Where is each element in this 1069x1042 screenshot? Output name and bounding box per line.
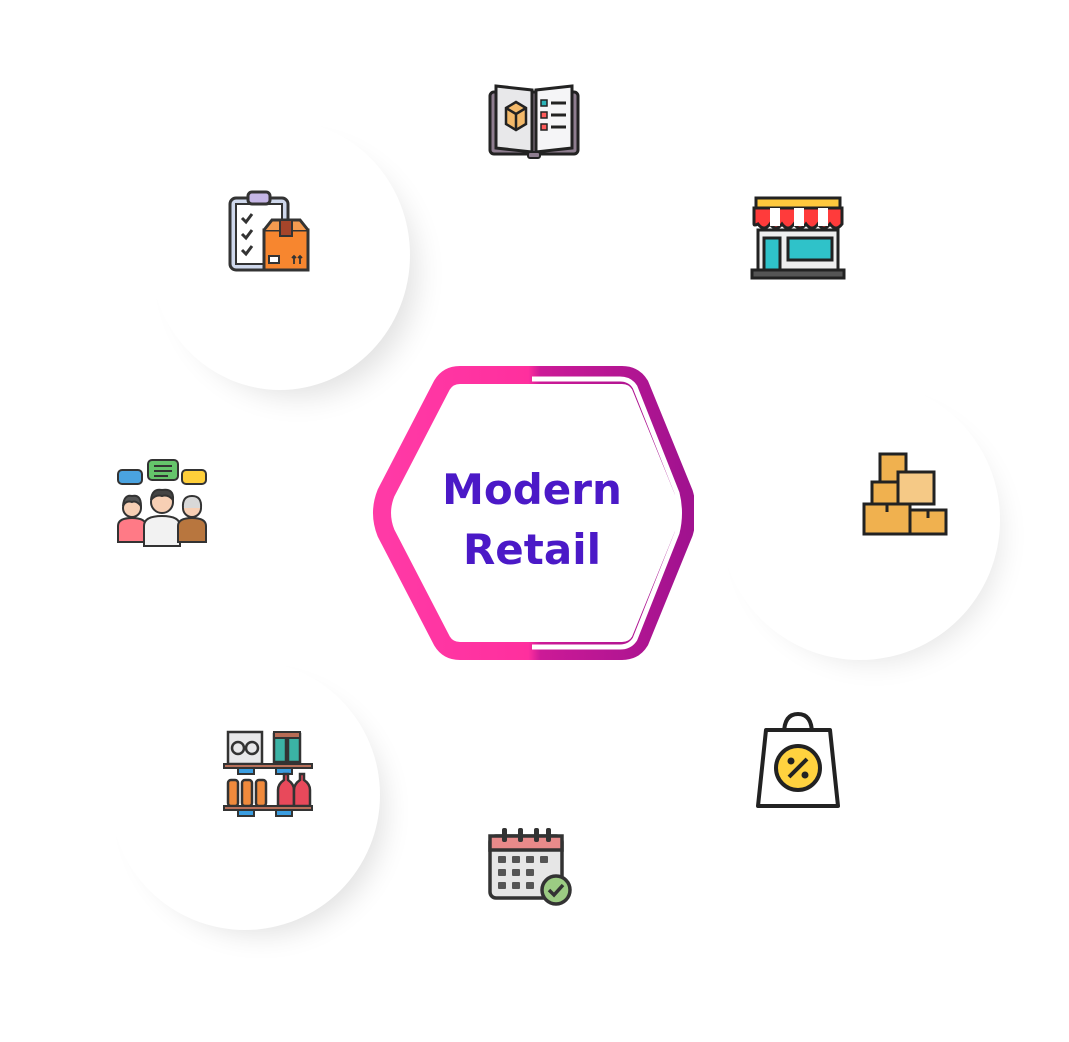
product-catalog-book-icon (484, 74, 584, 174)
customer-chat-group-icon (112, 454, 212, 554)
discount-shopping-bag-icon (748, 710, 848, 810)
storefront-icon (748, 190, 848, 290)
order-checklist-box-icon (220, 186, 320, 286)
stacked-boxes-icon (858, 448, 958, 548)
calendar-check-icon (484, 822, 584, 922)
center-title-line2: Retail (462, 525, 602, 574)
product-shelves-icon (220, 728, 320, 828)
center-title: Modern Retail (372, 460, 692, 580)
center-hexagon (372, 365, 694, 661)
center-title-line1: Modern (442, 465, 622, 514)
